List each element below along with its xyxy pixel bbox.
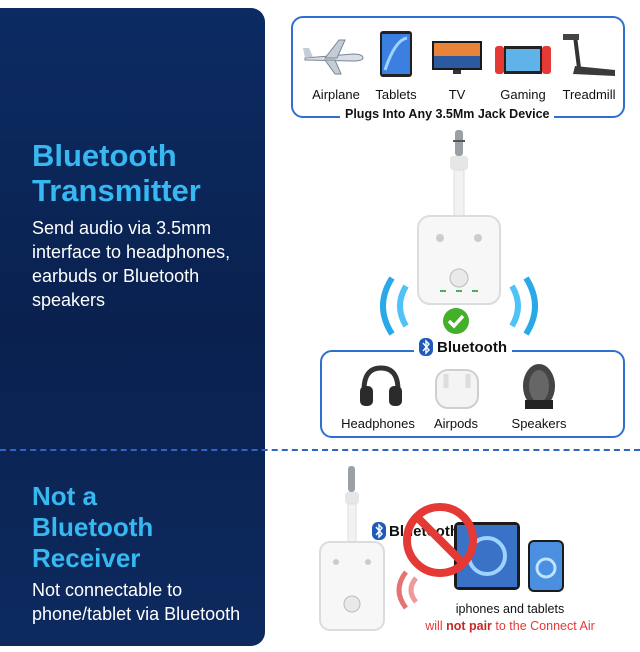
desc-line-1: Send audio via 3.5mm: [32, 218, 212, 238]
device-label-gaming: Gaming: [500, 87, 546, 102]
output-label-airpods: Airpods: [433, 416, 479, 431]
desc-line-4: speakers: [32, 290, 106, 310]
bluetooth-icon-2: [372, 522, 386, 540]
receiver-note-line2: will not pair to the Connect Air: [412, 619, 608, 633]
heading-receiver: Receiver: [32, 543, 141, 573]
device-label-treadmill: Treadmill: [562, 87, 616, 102]
wave-red-icon: [396, 570, 419, 610]
device-box-caption: Plugs Into Any 3.5Mm Jack Device: [340, 107, 555, 121]
device-label-tablets: Tablets: [375, 87, 417, 102]
bluetooth-badge: Bluetooth: [414, 338, 512, 356]
speaker-icon: [523, 364, 555, 409]
headphones-icon: [360, 365, 402, 406]
desc2-line-1: Not connectable to: [32, 580, 183, 600]
bluetooth-icon: [419, 338, 433, 356]
iphone-icon: [528, 540, 564, 592]
note-pre: will: [425, 619, 447, 633]
gaming-console-icon: [495, 46, 551, 74]
checkmark-icon: [443, 308, 469, 334]
desc-line-2: interface to headphones,: [32, 242, 231, 262]
airplane-icon: [303, 39, 364, 75]
desc2-line-2: phone/tablet via Bluetooth: [32, 604, 241, 624]
treadmill-icon: [563, 34, 615, 76]
output-label-speakers: Speakers: [511, 416, 567, 431]
receiver-note-line1: iphones and tablets: [455, 602, 565, 616]
airpods-case-icon: [435, 369, 479, 409]
heading-not-a: Not a: [32, 481, 97, 511]
bluetooth-label: Bluetooth: [437, 338, 507, 356]
left-panel: Bluetooth Transmitter Send audio via 3.5…: [0, 8, 265, 646]
note-post: to the Connect Air: [491, 619, 595, 633]
tablet-icon: [380, 31, 412, 77]
note-bold: not pair: [446, 619, 492, 633]
desc-line-3: earbuds or Bluetooth: [32, 266, 200, 286]
prohibited-icon: [403, 503, 477, 577]
heading-transmitter: Transmitter: [32, 173, 201, 208]
heading-bluetooth-2: Bluetooth: [32, 512, 154, 542]
device-box: Airplane Tablets TV Gaming Treadmill: [291, 16, 625, 118]
device-label-airplane: Airplane: [312, 87, 360, 102]
tv-icon: [432, 41, 482, 74]
section-divider: [0, 449, 640, 451]
wave-left-icon: [380, 276, 409, 336]
transmitter-device-icon: [417, 130, 501, 305]
transmitter-device-2-icon: [319, 466, 385, 631]
output-label-headphones: Headphones: [341, 416, 415, 431]
device-label-tv: TV: [448, 87, 466, 102]
wave-right-icon: [509, 276, 538, 336]
heading-bluetooth: Bluetooth: [32, 138, 177, 173]
